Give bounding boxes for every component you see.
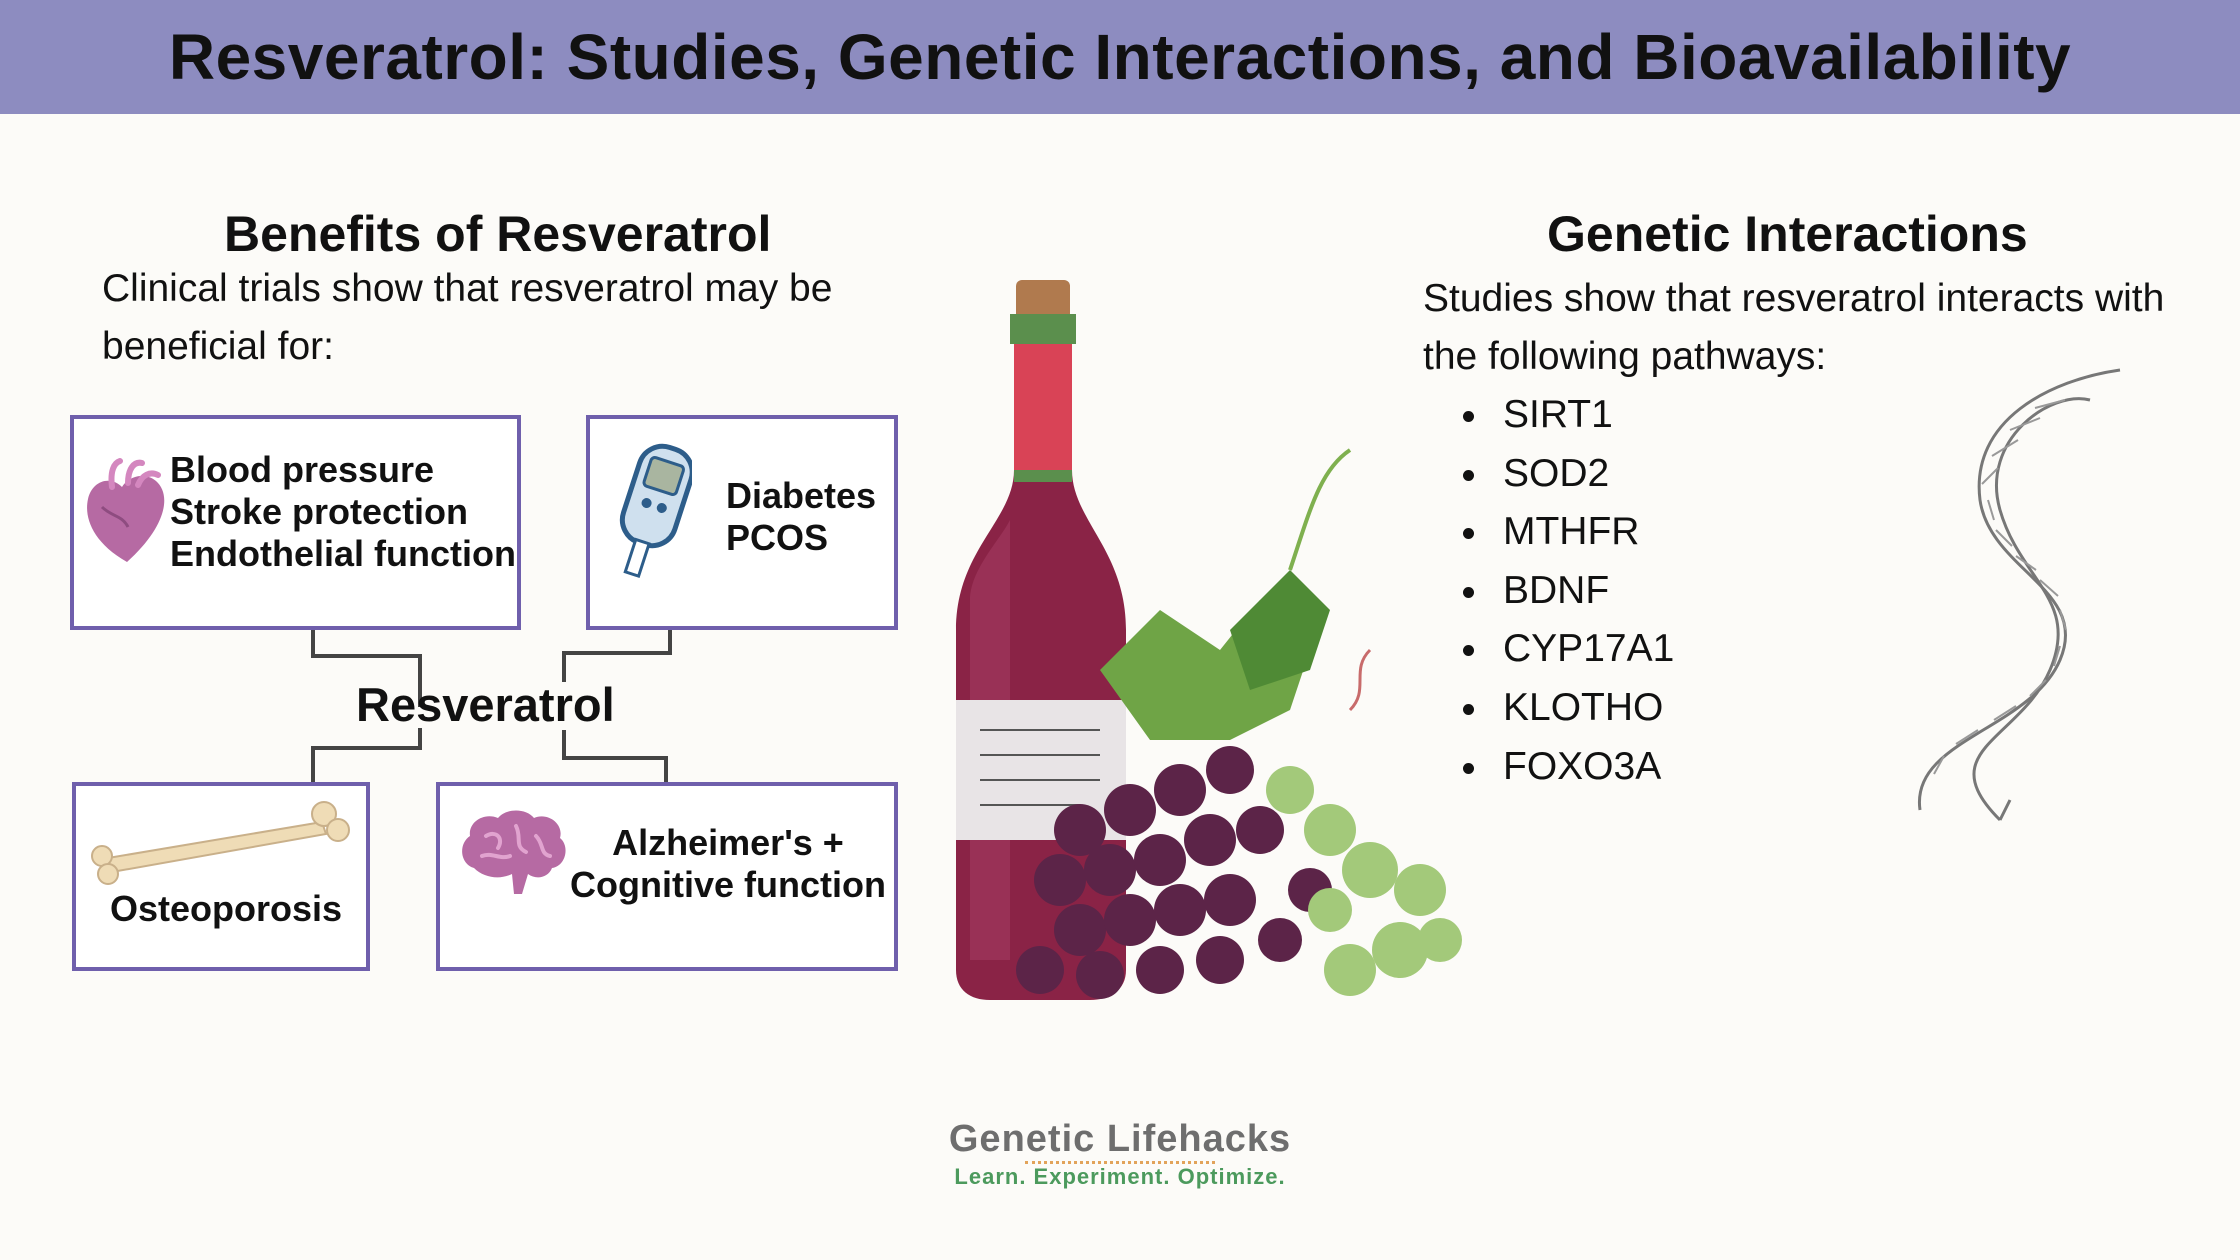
bullet-icon xyxy=(1463,762,1474,774)
diabetes-text: Diabetes PCOS xyxy=(726,475,876,559)
grape-leaf-icon xyxy=(1100,448,1372,740)
logo-divider xyxy=(1025,1161,1215,1164)
genetic-title-wrap: Genetic Interactions xyxy=(1547,205,2028,263)
pathway-item: FOXO3A xyxy=(1463,738,1674,797)
header-banner: Resveratrol: Studies, Genetic Interactio… xyxy=(0,0,2240,114)
genetic-intro: Studies show that resveratrol interacts … xyxy=(1423,270,2164,386)
benefit-box-diabetes: Diabetes PCOS xyxy=(586,415,898,630)
diabetes-line-1: Diabetes xyxy=(726,475,877,516)
benefit-box-brain: Alzheimer's + Cognitive function xyxy=(436,782,898,971)
benefits-intro-line2: beneficial for: xyxy=(102,325,334,368)
diabetes-line-2: PCOS xyxy=(726,517,829,558)
page-title: Resveratrol: Studies, Genetic Interactio… xyxy=(168,21,2072,93)
pathway-item: SOD2 xyxy=(1463,445,1674,504)
brain-icon xyxy=(462,810,566,894)
benefits-title-wrap: Benefits of Resveratrol xyxy=(224,205,771,263)
pathway-item: MTHFR xyxy=(1463,503,1674,562)
cardio-line-1: Blood pressure xyxy=(170,449,435,490)
pathway-item: BDNF xyxy=(1463,562,1674,621)
bullet-icon xyxy=(1463,586,1474,598)
pathway-item: CYP17A1 xyxy=(1463,620,1674,679)
benefits-title: Benefits of Resveratrol xyxy=(224,206,772,262)
logo-name: Genetic Lifehacks xyxy=(948,1118,1292,1160)
cardio-line-3: Endothelial function xyxy=(170,533,516,574)
bullet-icon xyxy=(1463,469,1474,481)
pathway-list: SIRT1 SOD2 MTHFR BDNF CYP17A1 KLOTHO FOX… xyxy=(1463,386,1674,797)
bone-text: Osteoporosis xyxy=(110,888,343,929)
logo: Genetic Lifehacks Learn. Experiment. Opt… xyxy=(900,1118,1340,1190)
genetic-intro-line1: Studies show that resveratrol interacts … xyxy=(1423,277,2165,320)
bullet-icon xyxy=(1463,703,1474,715)
benefits-intro: Clinical trials show that resveratrol ma… xyxy=(102,260,832,376)
wine-and-grapes-illustration xyxy=(956,280,1462,1000)
cardio-line-2: Stroke protection xyxy=(170,491,469,532)
benefit-box-bone: Osteoporosis xyxy=(72,782,370,971)
bone-icon xyxy=(91,801,350,885)
brain-line-2: Cognitive function xyxy=(570,864,886,905)
logo-tagline: Learn. Experiment. Optimize. xyxy=(954,1164,1286,1189)
genetic-intro-line2: the following pathways: xyxy=(1423,335,1827,378)
brain-text: Alzheimer's + Cognitive function xyxy=(570,822,886,906)
pathway-item: SIRT1 xyxy=(1463,386,1674,445)
genetic-title: Genetic Interactions xyxy=(1547,206,2028,262)
pathway-item: KLOTHO xyxy=(1463,679,1674,738)
brain-line-1: Alzheimer's + xyxy=(612,822,844,863)
heart-icon xyxy=(87,458,165,562)
bullet-icon xyxy=(1463,645,1474,657)
glucose-meter-icon xyxy=(619,443,692,579)
dna-helix-icon xyxy=(1918,368,2121,822)
cardio-text: Blood pressure Stroke protection Endothe… xyxy=(170,449,516,575)
benefits-intro-line1: Clinical trials show that resveratrol ma… xyxy=(102,267,833,310)
grapes-icon xyxy=(1016,746,1462,999)
bullet-icon xyxy=(1463,411,1474,422)
benefit-box-cardio: Blood pressure Stroke protection Endothe… xyxy=(70,415,521,630)
bullet-icon xyxy=(1463,528,1474,540)
center-resveratrol-label: Resveratrol xyxy=(356,678,615,731)
